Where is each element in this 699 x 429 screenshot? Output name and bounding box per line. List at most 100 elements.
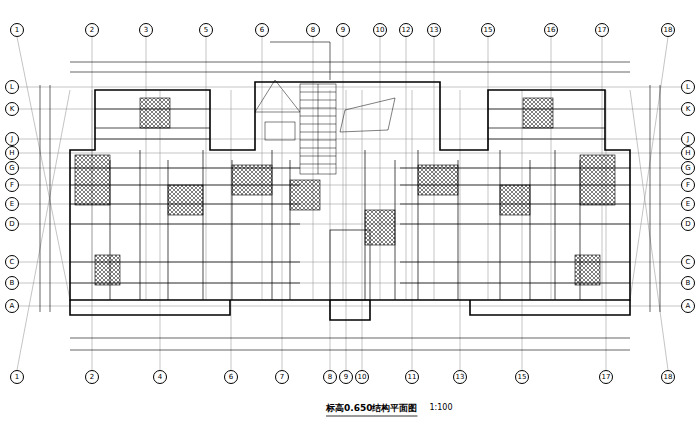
wall-line xyxy=(95,109,210,110)
axis-bubble: D xyxy=(5,217,19,231)
axis-bubble: 17 xyxy=(599,370,613,384)
axis-bubble: 9 xyxy=(336,23,350,37)
axis-bubble: 10 xyxy=(373,23,387,37)
scale-label: 1:100 xyxy=(429,403,452,412)
axis-bubble: A xyxy=(681,299,695,313)
axis-label: 8 xyxy=(328,374,332,381)
grid-line xyxy=(19,262,681,263)
axis-label: 2 xyxy=(90,374,94,381)
wall-line xyxy=(488,139,605,140)
axis-label: F xyxy=(686,182,690,189)
axis-bubble: L xyxy=(5,80,19,94)
grid-line xyxy=(160,90,161,370)
grid-line xyxy=(488,37,489,300)
grid-line xyxy=(343,37,344,300)
wall-line xyxy=(70,168,300,169)
wall-line xyxy=(140,150,141,300)
axis-label: L xyxy=(10,84,14,91)
axis-label: 13 xyxy=(456,374,465,381)
axis-bubble: 6 xyxy=(255,23,269,37)
wall-line xyxy=(95,139,210,140)
axis-label: 9 xyxy=(344,374,348,381)
wall-line xyxy=(500,150,501,300)
axis-label: 1 xyxy=(15,27,19,34)
wall-line xyxy=(418,150,419,300)
axis-label: J xyxy=(687,136,689,143)
grid-line xyxy=(146,37,147,300)
axis-bubble: G xyxy=(5,161,19,175)
grid-line xyxy=(313,37,314,300)
wall-line xyxy=(395,160,396,300)
wall-line xyxy=(400,168,630,169)
drawing-title: 标高0.650结构平面图 xyxy=(326,402,417,415)
axis-bubble: H xyxy=(681,146,695,160)
axis-label: 18 xyxy=(664,27,673,34)
axis-bubble: 10 xyxy=(355,370,369,384)
axis-label: C xyxy=(10,259,15,266)
axis-label: D xyxy=(685,221,690,228)
axis-label: H xyxy=(9,150,14,157)
axis-bubble: 18 xyxy=(661,23,675,37)
dimension-lines xyxy=(40,42,660,350)
axis-bubble: E xyxy=(681,197,695,211)
grid-line xyxy=(522,90,523,370)
grid-line xyxy=(19,224,681,225)
wall-line xyxy=(555,150,556,300)
wall-line xyxy=(400,262,630,263)
shaft-outline xyxy=(330,230,370,300)
grid-line xyxy=(231,90,232,370)
axis-label: K xyxy=(686,106,691,113)
axis-label: A xyxy=(10,303,15,310)
axis-label: 10 xyxy=(376,27,385,34)
axis-label: J xyxy=(11,136,13,143)
outer-walls xyxy=(70,82,630,320)
axis-bubble: 18 xyxy=(661,370,675,384)
axis-bubble: B xyxy=(681,276,695,290)
axis-label: L xyxy=(686,84,690,91)
wall-line xyxy=(400,283,630,284)
axis-bubble: 3 xyxy=(139,23,153,37)
grid-line xyxy=(19,139,681,140)
axis-label: B xyxy=(686,280,691,287)
axis-label: G xyxy=(685,165,690,172)
axis-bubble: 15 xyxy=(481,23,495,37)
axis-bubble: L xyxy=(681,80,695,94)
axis-bubble: 1 xyxy=(10,23,24,37)
wall-line xyxy=(530,160,531,300)
wall-line xyxy=(232,160,233,300)
wall-line xyxy=(70,262,300,263)
axis-bubble: 12 xyxy=(399,23,413,37)
axis-bubble: F xyxy=(681,178,695,192)
wall-line xyxy=(95,128,210,129)
axis-bubble: H xyxy=(5,146,19,160)
title-underline xyxy=(326,416,417,417)
axis-label: 5 xyxy=(204,27,208,34)
wall-line xyxy=(110,160,111,300)
axis-label: D xyxy=(9,221,14,228)
stair-symbol xyxy=(255,80,395,174)
axis-bubble: 8 xyxy=(323,370,337,384)
axis-label: 15 xyxy=(484,27,493,34)
axis-label: E xyxy=(10,201,14,208)
axis-bubble: C xyxy=(5,255,19,269)
axis-bubble: 4 xyxy=(153,370,167,384)
grid-line xyxy=(412,90,413,370)
axis-bubble: 15 xyxy=(515,370,529,384)
grid-line xyxy=(19,153,681,154)
grid-line xyxy=(551,37,552,300)
axis-bubble: 16 xyxy=(544,23,558,37)
axis-bubble: 13 xyxy=(453,370,467,384)
axis-label: 13 xyxy=(430,27,439,34)
axis-label: H xyxy=(685,150,690,157)
wall-line xyxy=(458,160,459,300)
wall-line xyxy=(70,185,300,186)
axis-bubble: E xyxy=(5,197,19,211)
axis-bubble: 8 xyxy=(306,23,320,37)
axis-bubble: J xyxy=(5,132,19,146)
wall-line xyxy=(365,150,366,300)
axis-label: A xyxy=(686,303,691,310)
axis-label: 18 xyxy=(664,374,673,381)
wall-line xyxy=(70,224,300,225)
axis-label: B xyxy=(10,280,15,287)
